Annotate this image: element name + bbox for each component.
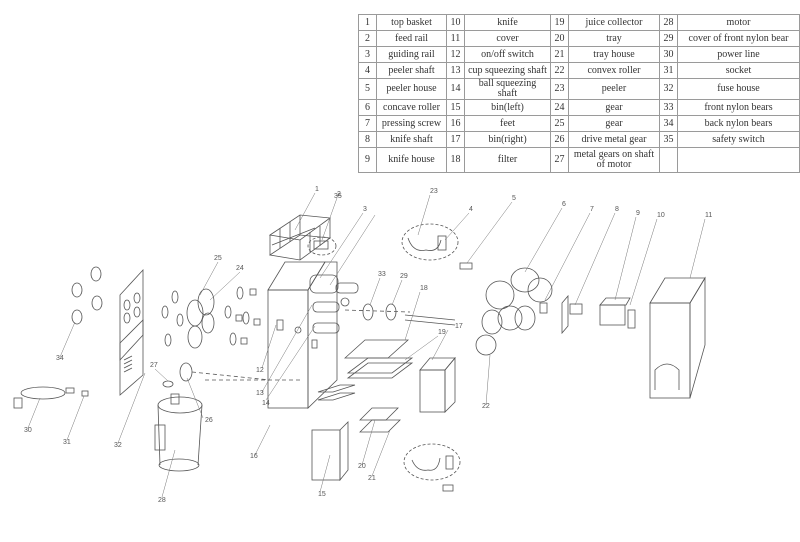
- peeler-assembly: [401, 223, 473, 270]
- callout-label: 5: [512, 195, 516, 202]
- power-line: [13, 386, 75, 409]
- bin-left: [311, 421, 349, 482]
- callout-label: 16: [250, 453, 258, 460]
- bin-right: [419, 356, 456, 413]
- callout-label: 14: [262, 400, 270, 407]
- callout-label: 30: [24, 427, 32, 434]
- main-body: [267, 261, 359, 409]
- callout-label: 25: [214, 255, 222, 262]
- callout-label: 19: [438, 329, 446, 336]
- rollers: [475, 267, 553, 356]
- callout-label: 4: [469, 206, 473, 213]
- callout-label: 8: [615, 206, 619, 213]
- callout-label: 20: [358, 463, 366, 470]
- knife-house: [599, 297, 636, 329]
- nylon-bearings-back: [71, 266, 103, 325]
- leader-lines: [27, 192, 706, 498]
- filter: [343, 339, 414, 379]
- callout-label: 27: [150, 362, 158, 369]
- callout-label: 1: [315, 186, 319, 193]
- part-name: metal gears on shaft of motor: [568, 147, 660, 173]
- callout-label: 18: [420, 285, 428, 292]
- callout-label: 17: [455, 323, 463, 330]
- callout-label: 6: [562, 201, 566, 208]
- callout-label: 13: [256, 390, 264, 397]
- rear-panel: [119, 268, 144, 396]
- callout-label: 22: [482, 403, 490, 410]
- front-bearings: [344, 303, 456, 326]
- tray: [359, 407, 401, 433]
- gear-stack: [161, 286, 261, 349]
- part-name: [677, 147, 800, 173]
- knife-shaft: [561, 294, 583, 335]
- cover: [649, 276, 706, 399]
- part-name: filter: [464, 147, 551, 173]
- callout-label: 31: [63, 439, 71, 446]
- top-basket: [268, 214, 332, 261]
- socket: [81, 390, 89, 397]
- callout-label: 34: [56, 355, 64, 362]
- part-name: knife house: [376, 147, 447, 173]
- callout-label: 11: [705, 212, 712, 219]
- motor: [154, 393, 203, 472]
- callout-label: 3: [363, 206, 367, 213]
- callout-label: 9: [636, 210, 640, 217]
- callout-label: 33: [378, 271, 386, 278]
- callout-label: 24: [236, 265, 244, 272]
- callout-label: 28: [158, 497, 166, 504]
- callout-label: 26: [205, 417, 213, 424]
- callout-label: 15: [318, 491, 326, 498]
- callout-label: 7: [590, 206, 594, 213]
- callout-label: 23: [430, 188, 438, 195]
- callout-label: 35: [334, 193, 342, 200]
- callout-label: 32: [114, 442, 122, 449]
- callout-label: 10: [657, 212, 665, 219]
- callout-label: 29: [400, 273, 408, 280]
- callout-label: 21: [368, 475, 376, 482]
- callout-label: 12: [256, 367, 264, 374]
- peeler-detail: [403, 443, 461, 492]
- safety-switch: [307, 236, 337, 256]
- drive-gear: [162, 362, 300, 388]
- callout-label: 2: [337, 191, 341, 198]
